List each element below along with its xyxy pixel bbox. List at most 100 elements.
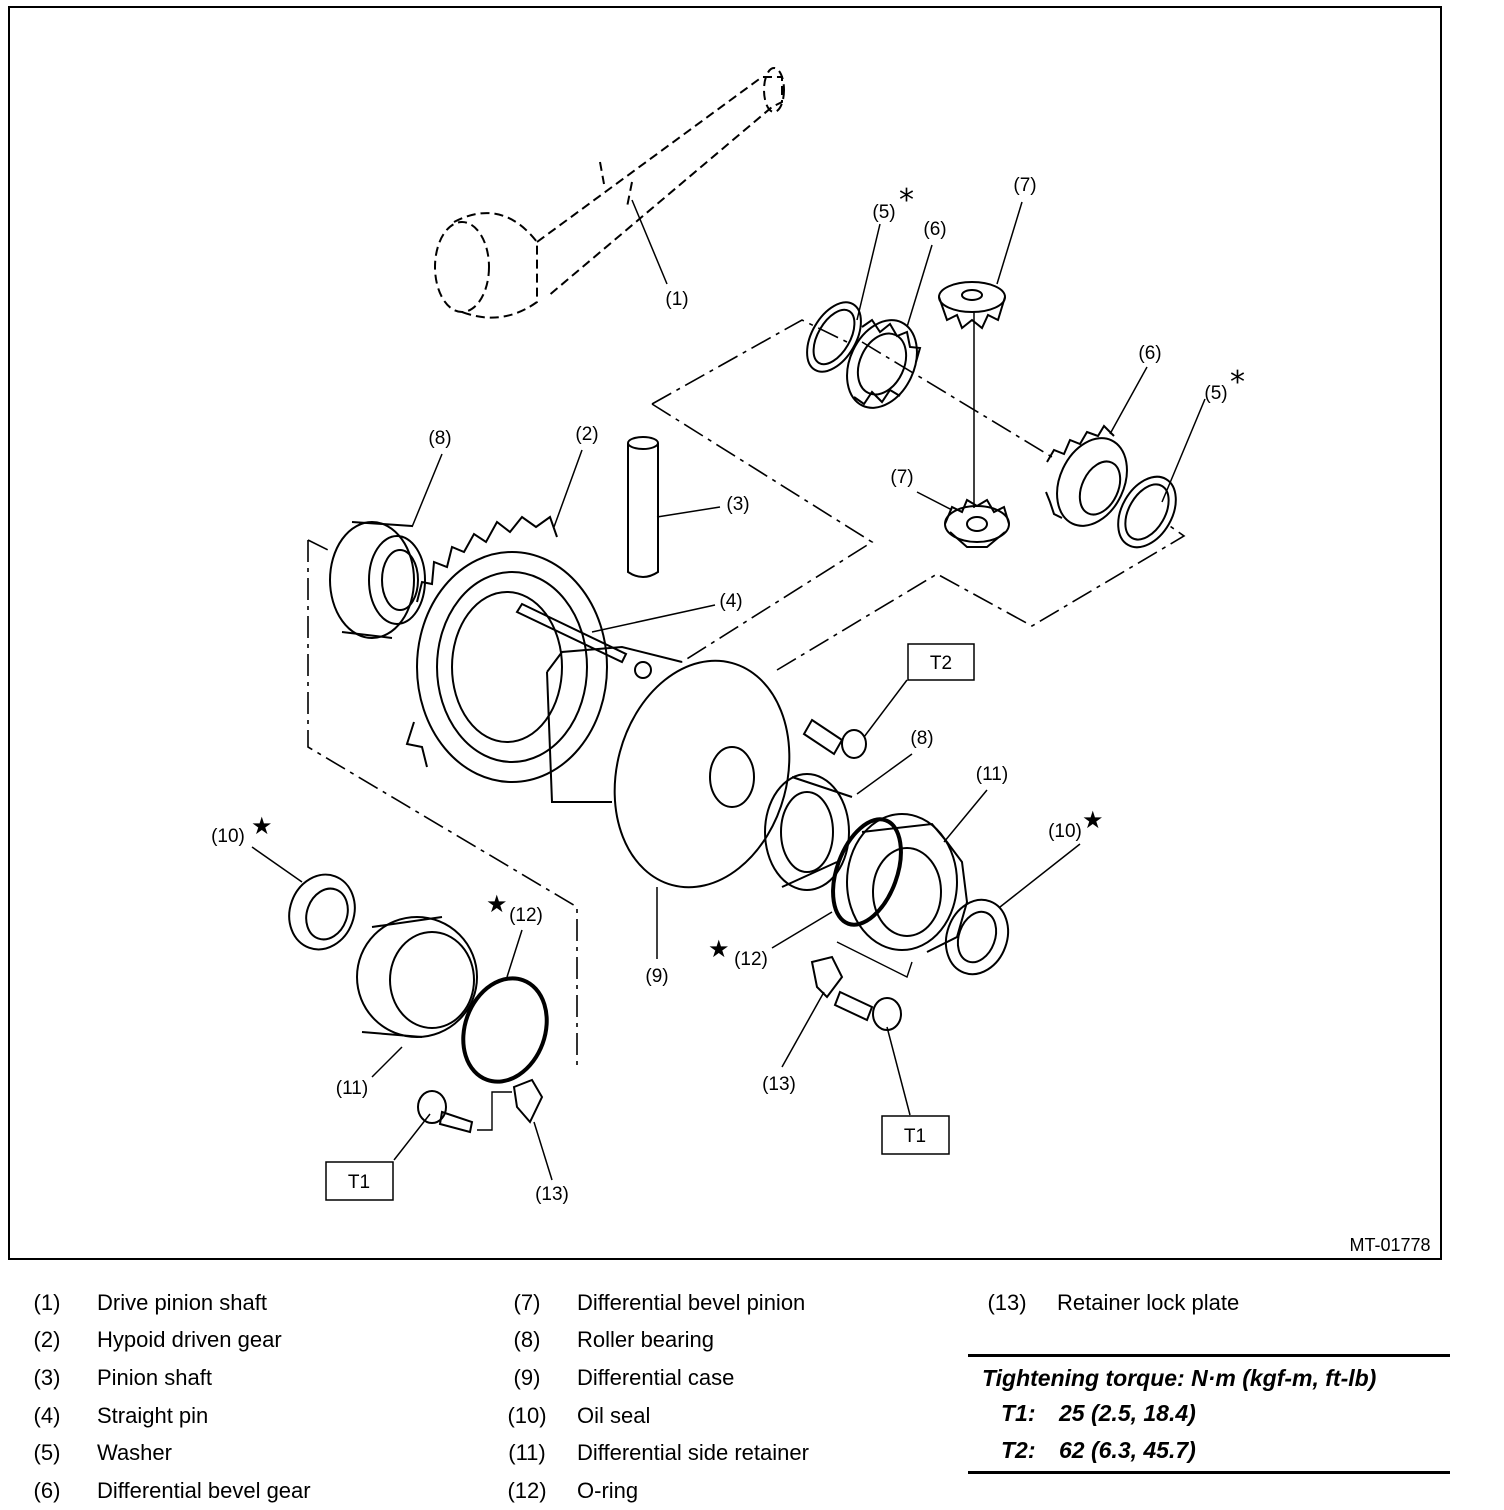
torque-row: T1: 25 (2.5, 18.4) bbox=[968, 1395, 1450, 1432]
callout-5-right: (5) bbox=[1204, 383, 1227, 404]
legend-number: (2) bbox=[33, 1327, 61, 1353]
callout-11-right: (11) bbox=[976, 764, 1008, 785]
legend-item: (6) Differential bevel gear bbox=[14, 1472, 311, 1510]
star-mark-12-left: ★ bbox=[486, 890, 508, 918]
callout-10-right: (10) bbox=[1048, 821, 1082, 842]
torque-box-t2-label: T2 bbox=[930, 653, 952, 674]
legend-text: Pinion shaft bbox=[97, 1364, 212, 1390]
torque-row: T2:62 (6.3, 45.7) bbox=[968, 1432, 1450, 1469]
oil-seal-right bbox=[944, 898, 1010, 976]
legend-text: Differential bevel gear bbox=[97, 1477, 311, 1503]
star-mark-10-right: ★ bbox=[1082, 806, 1104, 834]
assembly-guide-lines bbox=[307, 319, 1186, 1067]
star-mark-10-left: ★ bbox=[251, 812, 273, 840]
legend-text: Drive pinion shaft bbox=[97, 1289, 267, 1315]
straight-pin bbox=[515, 602, 628, 664]
pinion-shaft bbox=[627, 436, 659, 578]
roller-bearing-right bbox=[764, 773, 853, 891]
legend-number: (9) bbox=[513, 1364, 541, 1390]
bolt-t1-left bbox=[417, 1090, 474, 1134]
callout-3: (3) bbox=[726, 494, 749, 515]
legend-item: (2)Hypoid driven gear bbox=[14, 1322, 311, 1360]
oil-seal-left bbox=[288, 873, 356, 951]
callout-7-lower: (7) bbox=[890, 467, 913, 488]
legend-number: (12) bbox=[507, 1477, 547, 1503]
legend-text: Differential side retainer bbox=[577, 1440, 809, 1466]
exploded-view-diagram: (1) (2) (3) (4) (5) (5) (6) (6) (7) (7) … bbox=[8, 6, 1442, 1260]
legend-number: (6) bbox=[33, 1477, 61, 1503]
star-mark-12-right: ★ bbox=[708, 935, 730, 963]
legend-text: Straight pin bbox=[97, 1402, 209, 1428]
legend-column-1: (1) Drive pinion shaft (2)Hypoid driven g… bbox=[14, 1284, 311, 1510]
asterisk-mark-upper: * bbox=[899, 183, 914, 218]
o-ring-left bbox=[461, 976, 549, 1084]
bottom-rule bbox=[968, 1471, 1450, 1474]
legend-text: Differential bevel pinion bbox=[577, 1289, 806, 1315]
torque-value: 62 (6.3, 45.7) bbox=[1059, 1437, 1196, 1463]
callout-6-right: (6) bbox=[1138, 343, 1161, 364]
legend-text: Differential case bbox=[577, 1364, 735, 1390]
drive-pinion-shaft bbox=[434, 67, 785, 319]
legend-number: (5) bbox=[33, 1440, 61, 1466]
torque-box-t2 bbox=[907, 643, 975, 681]
callout-6-upper: (6) bbox=[923, 219, 946, 240]
legend-column-2: (7) Differential bevel pinion (8) Roller b… bbox=[494, 1284, 809, 1510]
torque-box-t1-right-label: T1 bbox=[904, 1126, 926, 1147]
callout-2: (2) bbox=[575, 424, 598, 445]
callout-13-left: (13) bbox=[535, 1184, 569, 1205]
torque-box-t1-right bbox=[881, 1115, 950, 1155]
legend-item: (10) Oil seal bbox=[494, 1397, 809, 1435]
bevel-gear-right bbox=[1045, 424, 1128, 527]
side-retainer-right bbox=[846, 813, 969, 953]
legend-number: (7) bbox=[513, 1289, 541, 1315]
callout-11-left: (11) bbox=[336, 1078, 368, 1099]
callout-13-right: (13) bbox=[762, 1074, 796, 1095]
callout-12-left: (12) bbox=[509, 905, 543, 926]
torque-title: Tightening torque: N·m (kgf-m, ft-lb) bbox=[982, 1365, 1377, 1391]
callout-8-right: (8) bbox=[910, 728, 933, 749]
washer-upper bbox=[806, 301, 862, 373]
legend-item: (7) Differential bevel pinion bbox=[494, 1284, 809, 1322]
bolt-t2 bbox=[802, 718, 867, 759]
legend-item: (9) Differential case bbox=[494, 1359, 809, 1397]
legend-item: (5)Washer bbox=[14, 1434, 311, 1472]
callout-12-right: (12) bbox=[734, 949, 768, 970]
bolt-t1-right bbox=[833, 990, 902, 1031]
callout-8-left: (8) bbox=[428, 428, 451, 449]
torque-box-t1-left bbox=[325, 1161, 394, 1201]
legend-item: (8) Roller bearing bbox=[494, 1322, 809, 1360]
legend-item: (11) Differential side retainer bbox=[494, 1434, 809, 1472]
diagram-canvas: (1) (2) (3) (4) (5) (5) (6) (6) (7) (7) … bbox=[211, 67, 1431, 1255]
differential-case bbox=[546, 645, 791, 889]
hypoid-driven-gear bbox=[405, 515, 608, 783]
torque-box-t1-left-label: T1 bbox=[348, 1172, 370, 1193]
top-rule bbox=[968, 1354, 1450, 1357]
asterisk-mark-right: * bbox=[1230, 365, 1245, 400]
figure-code: MT-01778 bbox=[1349, 1235, 1430, 1255]
lock-plate-left bbox=[512, 1078, 544, 1124]
legend-text: Roller bearing bbox=[577, 1327, 714, 1353]
legend-number: (10) bbox=[507, 1402, 547, 1428]
legend-text: Oil seal bbox=[577, 1402, 651, 1428]
washer-right bbox=[1117, 475, 1177, 549]
callout-7-upper: (7) bbox=[1013, 175, 1036, 196]
o-ring-right bbox=[831, 817, 903, 927]
legend-number: (8) bbox=[513, 1327, 541, 1353]
legend-item: (1) Drive pinion shaft bbox=[14, 1284, 311, 1322]
legend-item: (4) Straight pin bbox=[14, 1397, 311, 1435]
legend-text: Retainer lock plate bbox=[1057, 1289, 1240, 1315]
torque-value: 25 (2.5, 18.4) bbox=[1059, 1400, 1196, 1426]
legend-number: (11) bbox=[508, 1440, 546, 1466]
legend-item: (12)O-ring bbox=[494, 1472, 809, 1510]
legend-number: (1) bbox=[33, 1289, 61, 1315]
bevel-pinion-lower bbox=[944, 498, 1010, 548]
legend-number: (4) bbox=[33, 1402, 61, 1428]
leader-lines bbox=[251, 199, 1206, 1181]
side-retainer-left bbox=[356, 916, 478, 1038]
callout-1: (1) bbox=[665, 289, 688, 310]
roller-bearing-left bbox=[329, 521, 426, 639]
bevel-gear-upper bbox=[846, 318, 922, 409]
legend-item: (13)Retainer lock plate bbox=[974, 1284, 1239, 1322]
callout-5-upper: (5) bbox=[872, 202, 895, 223]
torque-key: T1: bbox=[1001, 1400, 1036, 1426]
